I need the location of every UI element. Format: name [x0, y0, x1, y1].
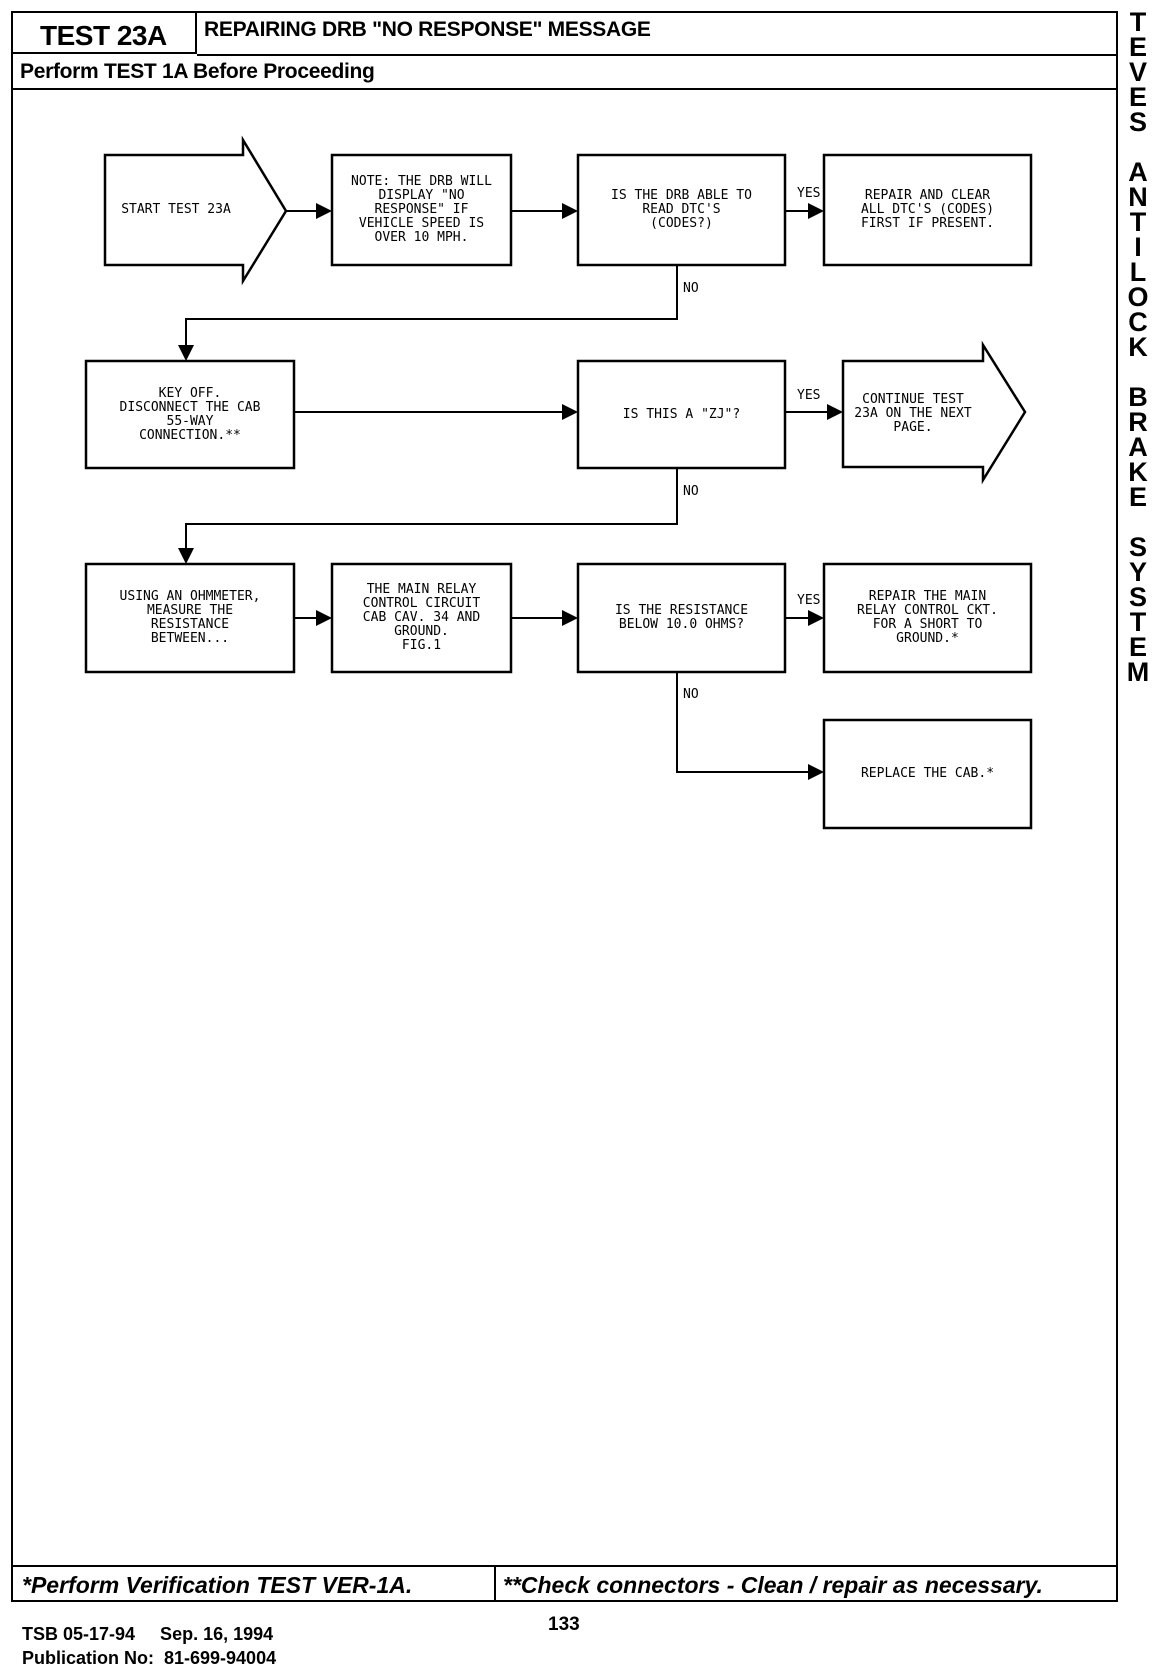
side-title-letter: E: [1128, 632, 1147, 662]
connector-qdtc-keyoff: [178, 265, 678, 361]
test-id: TEST 23A: [40, 20, 167, 51]
page-subtitle: Perform TEST 1A Before Proceeding: [20, 60, 375, 83]
subtitle-divider: [11, 88, 1118, 90]
header-divider: [197, 54, 1118, 56]
q-read-dtc-node: IS THE DRB ABLE TO READ DTC'S (CODES?): [611, 188, 752, 231]
side-title-letter: S: [1128, 582, 1147, 612]
side-title-letter: E: [1128, 482, 1147, 512]
continue-test-node: CONTINUE TEST 23A ON THE NEXT PAGE.: [854, 392, 972, 435]
footer-note-connectors: **Check connectors - Clean / repair as n…: [503, 1572, 1043, 1598]
page-title: REPAIRING DRB "NO RESPONSE" MESSAGE: [204, 18, 651, 41]
side-title-letter: A: [1128, 157, 1148, 187]
side-title-letter: T: [1129, 607, 1147, 637]
repair-clear-node: REPAIR AND CLEAR ALL DTC'S (CODES) FIRST…: [860, 188, 995, 231]
q-zj-node: IS THIS A "ZJ"?: [622, 406, 741, 422]
no-label-resistance: NO: [683, 687, 699, 702]
side-title-letter: E: [1128, 82, 1147, 112]
no-label-dtc: NO: [683, 281, 699, 296]
no-label-zj: NO: [683, 484, 699, 499]
ohmmeter-node: USING AN OHMMETER, MEASURE THE RESISTANC…: [119, 589, 261, 646]
page-number: 133: [548, 1614, 580, 1635]
side-title-letter: C: [1128, 307, 1148, 337]
yes-label-zj: YES: [797, 388, 821, 403]
replace-cab-box-outline: [822, 718, 1033, 830]
side-title-letter: K: [1128, 332, 1148, 362]
side-title-letter: E: [1128, 32, 1147, 62]
side-title-letter: V: [1128, 57, 1147, 87]
side-title-letter: S: [1128, 532, 1147, 562]
start-test-node: START TEST 23A: [121, 202, 231, 217]
replace-cab-node: REPLACE THE CAB.*: [860, 766, 995, 781]
side-title-letter: S: [1128, 107, 1147, 137]
side-title-letter: L: [1129, 257, 1147, 287]
yes-label-resistance: YES: [797, 593, 821, 608]
side-title-letter: K: [1128, 457, 1148, 487]
footer-divider: [11, 1565, 1118, 1567]
q-resistance-node: IS THE RESISTANCE BELOW 10.0 OHMS?: [614, 603, 749, 632]
side-title-letter: T: [1129, 207, 1147, 237]
key-off-box-outline: [84, 359, 296, 470]
key-off-node: KEY OFF. DISCONNECT THE CAB 55-WAY CONNE…: [119, 385, 261, 443]
side-title-letter: R: [1128, 407, 1148, 437]
main-relay-node: THE MAIN RELAY CONTROL CIRCUIT CAB CAV. …: [362, 582, 481, 653]
connector-qzj-ohmmeter: [178, 468, 678, 564]
tsb-line: TSB 05-17-94 Sep. 16, 1994: [22, 1624, 274, 1644]
page-frame: [11, 11, 1118, 1602]
side-title-letter: M: [1126, 657, 1150, 687]
repair-clear-box-outline: [822, 153, 1033, 267]
start-arrow-shape: [103, 135, 288, 286]
side-title-letter: N: [1128, 182, 1148, 212]
side-title-letter: B: [1128, 382, 1148, 412]
repair-relay-box-outline: [822, 562, 1033, 674]
footer-column-divider: [494, 1565, 496, 1602]
publication-line: Publication No: 81-699-94004: [22, 1648, 277, 1668]
q-zj-box-outline: [576, 359, 787, 470]
test-id-box: [11, 11, 197, 54]
repair-relay-node: REPAIR THE MAIN RELAY CONTROL CKT. FOR A…: [857, 589, 998, 646]
side-title-letter: T: [1129, 7, 1147, 37]
yes-label-dtc: YES: [797, 186, 821, 201]
footer-note-verification: *Perform Verification TEST VER-1A.: [22, 1572, 413, 1598]
side-title-letter: I: [1134, 232, 1142, 262]
connector-qres-replace: [676, 672, 824, 780]
side-title-letter: O: [1127, 282, 1149, 312]
note-node: NOTE: THE DRB WILL DISPLAY "NO RESPONSE"…: [351, 174, 492, 245]
side-title-letter: Y: [1128, 557, 1147, 587]
continue-arrow-shape: [841, 340, 1027, 485]
side-title-letter: A: [1128, 432, 1148, 462]
